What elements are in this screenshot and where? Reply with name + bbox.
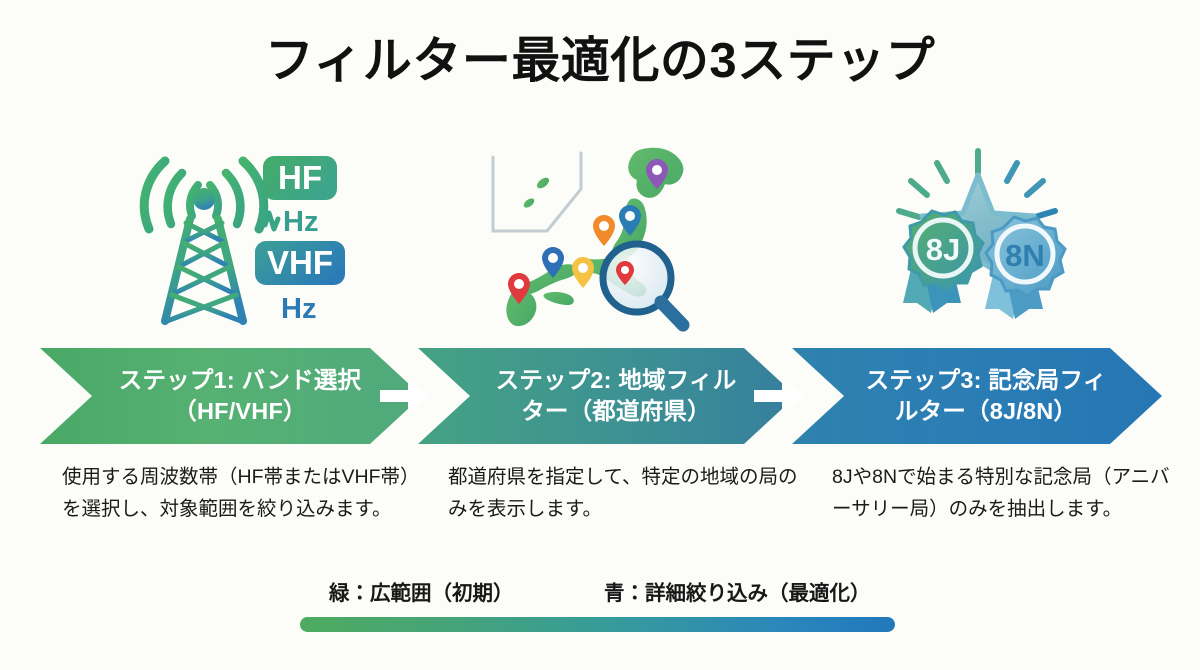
- step-description-1: 使用する周波数帯（HF帯またはVHF帯）を選択し、対象範囲を絞り込みます。: [62, 466, 410, 520]
- hz-upper-label: Hz: [283, 206, 318, 238]
- icon-row: HF Hz VHF Hz: [0, 140, 1200, 335]
- step-banner-2-line2: ター（都道府県）: [521, 398, 711, 424]
- step-description-2: 都道府県を指定して、特定の地域の局のみを表示します。: [448, 466, 798, 520]
- hz-lower-label: Hz: [281, 293, 316, 325]
- map-pin-orange: [593, 214, 615, 246]
- arrow-connector-1-icon: [380, 380, 430, 412]
- step-banner-1[interactable]: ステップ1: バンド選択 （HF/VHF）: [40, 348, 422, 444]
- step-banner-3-line1: ステップ3: 記念局フィ: [865, 366, 1107, 393]
- map-pin-purple: [646, 158, 668, 189]
- ribbon-8n: 8N: [984, 214, 1067, 319]
- page-title: フィルター最適化の3ステップ: [264, 34, 936, 88]
- step-banner-3[interactable]: ステップ3: 記念局フィ ルター（8J/8N）: [792, 348, 1162, 444]
- description-row: 使用する周波数帯（HF帯またはVHF帯）を選択し、対象範囲を絞り込みます。 都道…: [0, 462, 1200, 572]
- step1-icon-container: HF Hz VHF Hz: [100, 140, 360, 335]
- legend: 緑：広範囲（初期） 青：詳細絞り込み（最適化）: [0, 576, 1200, 608]
- arrow-connector-2-icon: [754, 380, 804, 412]
- hf-badge: HF: [263, 155, 337, 200]
- japan-map-magnifier-icon: [491, 147, 690, 331]
- hf-badge-label: HF: [278, 159, 322, 196]
- legend-label-green: 緑：広範囲（初期）: [329, 582, 514, 605]
- step-banner-2-line1: ステップ2: 地域フィル: [495, 366, 737, 393]
- map-pin-red: [508, 272, 530, 304]
- vhf-badge: VHF: [255, 240, 345, 285]
- step-banner-row: ステップ1: バンド選択 （HF/VHF） ステップ2: 地域フィル ター（都道…: [0, 348, 1200, 444]
- step-banner-2[interactable]: ステップ2: 地域フィル ター（都道府県）: [418, 348, 796, 444]
- legend-gradient-bar: [300, 617, 895, 632]
- ribbon-8j: 8J: [902, 208, 985, 313]
- map-pin-blue-west: [542, 246, 564, 278]
- magnifier-icon: [599, 240, 690, 331]
- step-banner-1-text: ステップ1: バンド選択 （HF/VHF）: [72, 365, 390, 428]
- step-description-3: 8Jや8Nで始まる特別な記念局（アニバーサリー局）のみを抽出します。: [832, 466, 1170, 520]
- step-banner-2-text: ステップ2: 地域フィル ター（都道府県）: [448, 365, 766, 428]
- step-banner-1-line2: （HF/VHF）: [173, 398, 307, 424]
- step2-icon-container: [470, 140, 730, 335]
- step-banner-3-line2: ルター（8J/8N）: [894, 398, 1078, 424]
- step-banner-1-line1: ステップ1: バンド選択: [118, 366, 362, 393]
- ribbon-8n-label: 8N: [1005, 238, 1045, 273]
- ribbon-8j-label: 8J: [926, 232, 960, 267]
- map-pin-yellow: [572, 256, 594, 288]
- vhf-badge-label: VHF: [267, 244, 333, 281]
- legend-label-blue: 青：詳細絞り込み（最適化）: [604, 582, 871, 605]
- step3-icon-container: 8J 8N: [850, 140, 1110, 335]
- award-ribbons-icon: 8J 8N: [896, 147, 1067, 319]
- step-banner-3-text: ステップ3: 記念局フィ ルター（8J/8N）: [818, 365, 1136, 428]
- radio-tower-icon: HF Hz VHF Hz: [139, 155, 345, 327]
- map-pin-blue-north: [619, 204, 641, 236]
- hz-label-upper: Hz: [256, 206, 318, 238]
